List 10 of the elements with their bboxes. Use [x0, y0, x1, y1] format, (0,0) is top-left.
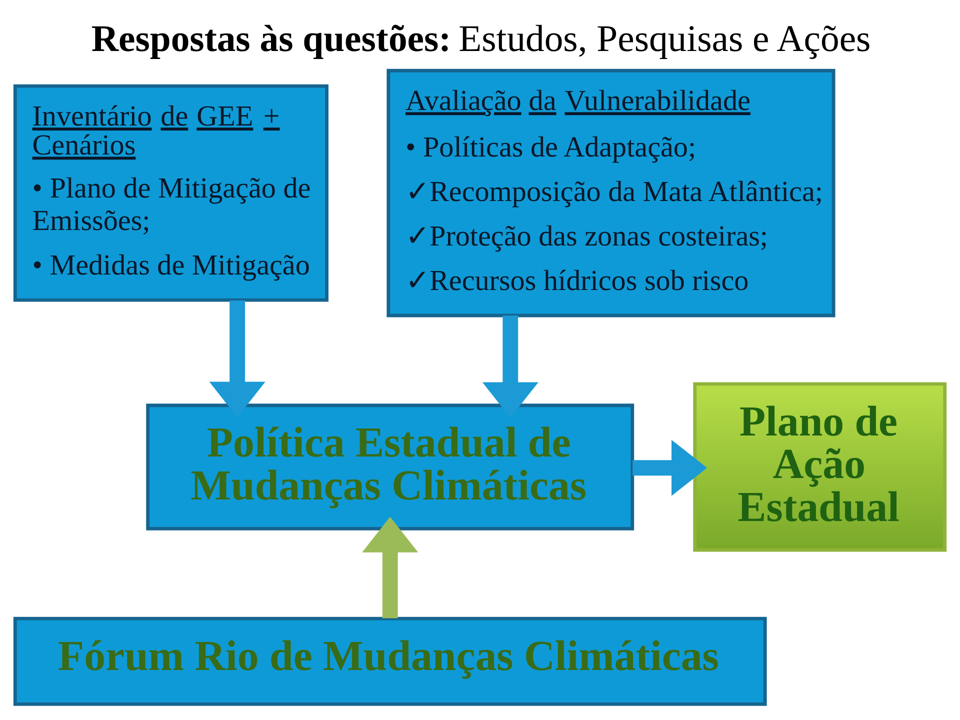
arrow: [632, 440, 708, 496]
arrow: [209, 300, 266, 418]
node-box: Inventário de GEE + Cenários • Plano de Mitigação de Emissões; • Medidas de Mitigação: [13, 84, 328, 302]
node-box: Política Estadual de Mudanças Climáticas: [146, 404, 634, 530]
node-box: Avaliação da Vulnerabilidade • Políticas de Adaptação; ✓Recomposição da Mata Atlântica; ✓Proteção das zonas costeiras; ✓Recursos hídricos sob risco: [386, 68, 836, 318]
node-box: Plano de Ação Estadual: [693, 382, 947, 552]
diagram-title: Respostas às questões: Estudos, Pesquisas e Ações: [91, 18, 871, 60]
arrow: [482, 316, 538, 418]
arrow: [362, 516, 418, 618]
node-box: Fórum Rio de Mudanças Climáticas: [13, 616, 767, 706]
